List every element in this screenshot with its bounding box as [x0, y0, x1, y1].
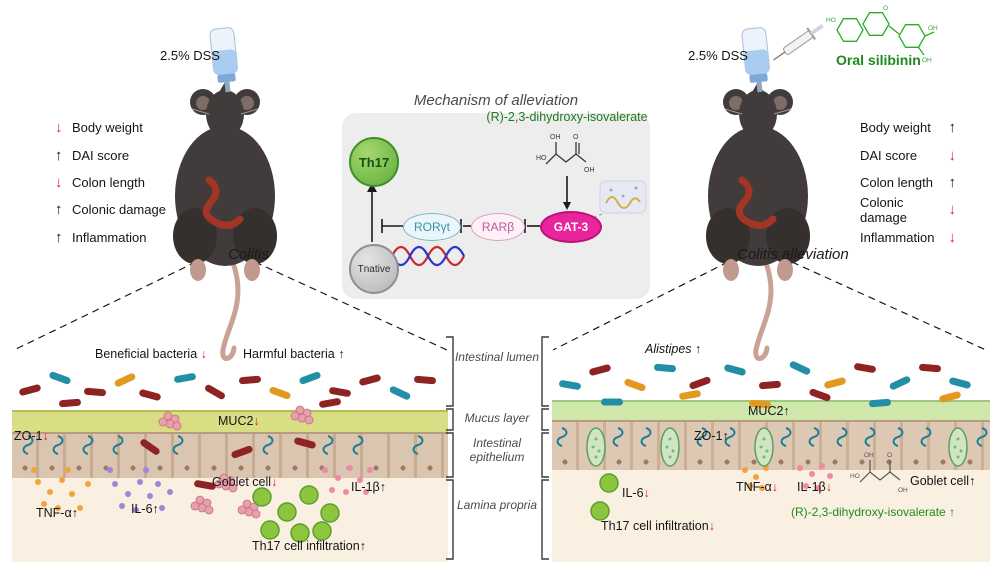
chem-label: HO	[826, 17, 836, 24]
il1b-label-right: IL-1β↓	[797, 480, 832, 494]
alistipes-label: Alistipes ↑	[645, 342, 702, 356]
indicator-label: Inflammation	[72, 229, 147, 245]
beneficial-bacteria-label: Beneficial bacteria ↓	[95, 347, 207, 361]
indicator-row: ↑ Inflammation	[55, 224, 166, 251]
indicator-label: Colonic damage	[72, 202, 166, 218]
node-label: Tnative	[357, 263, 391, 275]
tnaive-node: Tnative	[349, 244, 399, 294]
indicator-label: DAI score	[860, 147, 918, 163]
mouse-right	[706, 82, 810, 358]
down-arrow-icon: ↓	[948, 146, 957, 164]
chem-label: OH	[922, 57, 932, 64]
gat3-node: GAT-3	[540, 211, 602, 243]
up-arrow-icon: ↑	[55, 201, 63, 219]
indicator-row: ↑ Colonic damage	[55, 196, 166, 223]
left-intestine-panel	[12, 352, 448, 562]
node-label: Th17	[358, 154, 390, 170]
indicator-label: Colon length	[860, 174, 933, 190]
metabolite-label-right: (R)-2,3-dihydroxy-isovalerate ↑	[791, 505, 956, 519]
indicator-row: ↓ Body weight	[55, 114, 166, 141]
node-label: GAT-3	[553, 220, 589, 234]
lamina-propria-right	[552, 470, 990, 562]
indicator-label: Body weight	[72, 120, 143, 136]
condition-label-left: Colitis	[228, 246, 269, 263]
up-arrow-icon: ↑	[55, 146, 63, 164]
chem-label: O	[883, 5, 888, 12]
muc2-label-left: MUC2↓	[218, 414, 260, 428]
tnf-label-left: TNF-α↑	[36, 506, 78, 520]
indicator-row: Inflammation ↓	[860, 224, 956, 251]
metabolite-name-center: (R)-2,3-dihydroxy-isovalerate	[486, 110, 648, 124]
layer-label-mucus: Mucus layer	[464, 411, 530, 425]
goblet-cell-label-right: Goblet cell↑	[910, 474, 976, 488]
epithelium-right	[552, 420, 990, 472]
layer-label-epithelium: Intestinal epithelium	[469, 436, 525, 464]
muc2-label-right: MUC2↑	[748, 404, 790, 418]
zo1-label-left: ZO-1↓	[14, 429, 49, 443]
epithelium-left	[12, 432, 448, 480]
down-arrow-icon: ↓	[55, 119, 63, 137]
layer-label-lumen: Intestinal lumen	[454, 350, 540, 364]
layer-label-lamina: Lamina propria	[456, 498, 538, 512]
zo1-label-right: ZO-1↑	[694, 429, 729, 443]
oral-silibinin-label: Oral silibinin	[836, 52, 921, 68]
dss-label-right: 2.5% DSS	[688, 48, 748, 63]
indicator-label: DAI score	[72, 147, 130, 163]
indicator-row: ↑ DAI score	[55, 141, 166, 168]
up-arrow-icon: ↑	[948, 173, 957, 191]
indicator-label: Inflammation	[860, 229, 935, 245]
indicator-row: ↓ Colon length	[55, 169, 166, 196]
down-arrow-icon: ↓	[948, 201, 957, 219]
condition-label-right: Colitis alleviation	[737, 246, 849, 263]
th17-infiltration-label-left: Th17 cell infiltration↑	[252, 539, 366, 553]
indicator-row: Colonic damage ↓	[860, 194, 957, 225]
up-arrow-icon: ↑	[55, 228, 63, 246]
node-label: RARβ	[481, 220, 515, 234]
il6-label-right: IL-6↓	[622, 486, 650, 500]
down-arrow-icon: ↓	[948, 228, 957, 246]
il1b-label-left: IL-1β↑	[351, 480, 386, 494]
th17-infiltration-label-right: Th17 cell infiltration↓	[601, 519, 715, 533]
indicator-label: Colon length	[72, 174, 145, 190]
indicator-label: Body weight	[860, 120, 931, 136]
right-indicators: Body weight ↑ DAI score ↓ Colon length ↑ Co…	[860, 114, 956, 251]
left-indicators: ↓ Body weight ↑ DAI score ↓ Colon length ↑ C…	[55, 114, 166, 251]
th17-node: Th17	[349, 137, 399, 187]
rarb-node: RARβ	[471, 213, 525, 241]
syringe-icon	[773, 23, 824, 61]
il6-label-left: IL-6↑	[131, 502, 159, 516]
mechanism-title: Mechanism of alleviation	[413, 92, 579, 109]
up-arrow-icon: ↑	[948, 119, 957, 137]
rorgt-node: RORγt	[403, 213, 461, 241]
mouse-left	[173, 82, 277, 358]
node-label: RORγt	[414, 220, 450, 234]
indicator-row: Colon length ↑	[860, 169, 956, 196]
indicator-row: Body weight ↑	[860, 114, 956, 141]
dss-label-left: 2.5% DSS	[160, 48, 220, 63]
goblet-cell-label-left: Goblet cell↓	[212, 475, 278, 489]
down-arrow-icon: ↓	[55, 173, 63, 191]
tnf-label-right: TNF-α↓	[736, 480, 778, 494]
chem-label: OH	[928, 25, 938, 32]
harmful-bacteria-label: Harmful bacteria ↑	[243, 347, 345, 361]
indicator-label: Colonic damage	[860, 194, 907, 225]
mucus-layer-left	[12, 410, 448, 434]
indicator-row: DAI score ↓	[860, 141, 956, 168]
